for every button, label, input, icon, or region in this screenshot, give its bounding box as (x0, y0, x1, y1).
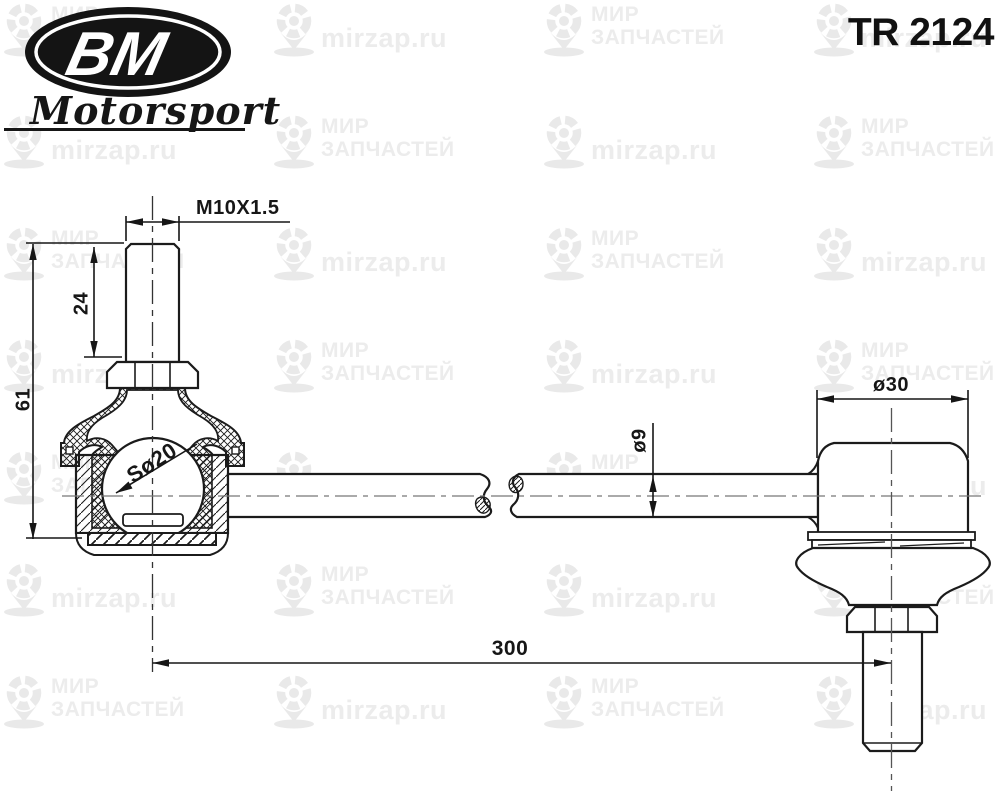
bm-logo-text: BM (60, 20, 174, 89)
watermark-site-text: mirzap.ru (51, 583, 178, 613)
map-pin-icon (814, 339, 854, 393)
map-pin-icon (274, 675, 314, 729)
watermark-tile: mirzap.ru (2, 115, 177, 169)
brand-logo: BM (22, 4, 272, 105)
right-stud (861, 630, 924, 753)
map-pin-icon (544, 115, 584, 169)
dim-24-label: 24 (70, 291, 93, 316)
watermark-site-text: mirzap.ru (321, 247, 448, 277)
bm-logo-ellipse: BM (25, 7, 231, 97)
map-pin-icon (274, 3, 314, 57)
brand-underline (4, 128, 245, 131)
watermark-tile: mirzap.ru (272, 227, 447, 281)
watermark-tile: mirzap.ru (272, 675, 447, 729)
watermark-site-text: mirzap.ru (321, 695, 448, 725)
rod (226, 460, 820, 529)
map-pin-icon (274, 227, 314, 281)
part-number: TR 2124 (847, 11, 995, 54)
map-pin-icon (4, 675, 44, 729)
watermark-site-text: mirzap.ru (591, 135, 718, 165)
watermark-site-text: mirzap.ru (321, 23, 448, 53)
right-ball-joint (795, 441, 991, 753)
watermark-tile: mirzap.ru (812, 227, 987, 281)
watermark-tile: mirzap.ru (2, 563, 177, 617)
watermark-site-text: mirzap.ru (51, 135, 178, 165)
watermark-tile: mirzap.ru (542, 339, 717, 393)
centerlines (62, 196, 985, 791)
watermark-tile: mirzap.ru (542, 115, 717, 169)
watermark-site-text: mirzap.ru (861, 247, 988, 277)
map-pin-icon (544, 563, 584, 617)
map-pin-icon (274, 115, 314, 169)
map-pin-icon (4, 451, 44, 505)
map-pin-icon (4, 339, 44, 393)
watermark-site-text: mirzap.ru (591, 583, 718, 613)
map-pin-icon (274, 563, 314, 617)
map-pin-icon (814, 675, 854, 729)
watermark-tile: mirzap.ru (542, 563, 717, 617)
watermark-site-text: mirzap.ru (861, 23, 988, 53)
watermark-site-text: mirzap.ru (591, 359, 718, 389)
map-pin-icon (4, 227, 44, 281)
dimension-lines (26, 216, 969, 667)
right-boot (795, 546, 991, 607)
dim-300-label: 300 (491, 637, 529, 660)
map-pin-icon (814, 227, 854, 281)
map-pin-icon (544, 339, 584, 393)
map-pin-icon (814, 3, 854, 57)
watermark-tile: mirzap.ru (812, 3, 987, 57)
watermark-tile: mirzap.ru (272, 3, 447, 57)
dim-thread-label: M10X1.5 (196, 197, 280, 219)
dim-d30-label: ø30 (873, 374, 909, 396)
dim-61-label: 61 (12, 387, 35, 412)
map-pin-icon (814, 115, 854, 169)
map-pin-icon (4, 563, 44, 617)
map-pin-icon (274, 339, 314, 393)
map-pin-icon (544, 675, 584, 729)
map-pin-icon (544, 3, 584, 57)
map-pin-icon (544, 227, 584, 281)
dim-d9-label: ø9 (628, 428, 651, 453)
brand-motorsport-text: Motorsport (30, 88, 282, 133)
right-housing (816, 441, 970, 535)
